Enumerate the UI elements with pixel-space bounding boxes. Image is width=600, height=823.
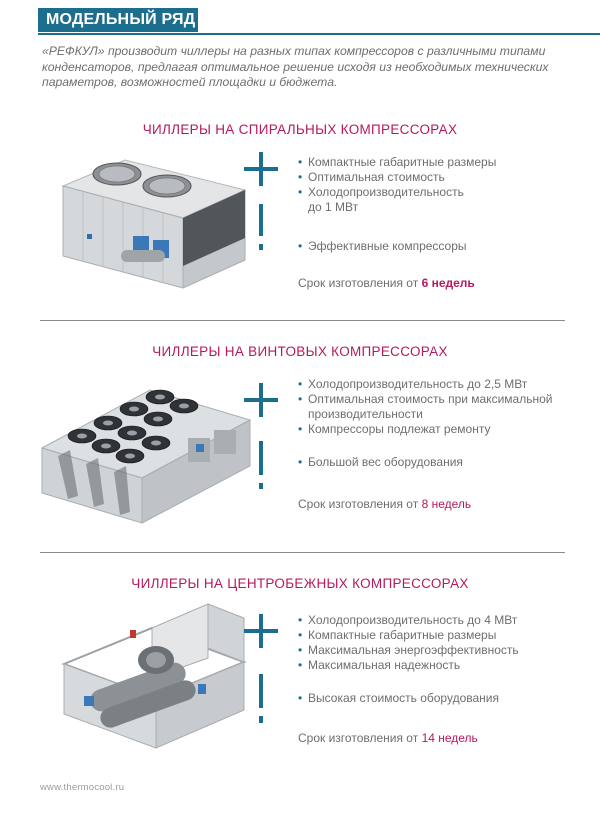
section-scroll-bullets: Компактные габаритные размеры Оптимальна…	[298, 155, 496, 254]
centrifugal-chiller-image	[61, 603, 247, 749]
list-item: Холодопроизводительность	[298, 185, 496, 200]
term-label: Срок изготовления от	[298, 276, 419, 290]
section-scroll-term: Срок изготовления от 6 недель	[298, 276, 475, 290]
footer-website: www.thermocool.ru	[40, 782, 125, 793]
section-divider	[40, 552, 565, 553]
list-item: Холодопроизводительность до 4 МВт	[298, 613, 519, 628]
list-item: Компактные габаритные размеры	[298, 155, 496, 170]
list-item: Холодопроизводительность до 2,5 МВт	[298, 377, 553, 392]
plus-divider-icon	[244, 152, 278, 250]
term-label: Срок изготовления от	[298, 731, 419, 745]
header-rule	[38, 33, 600, 35]
list-item: Максимальная энергоэффективность	[298, 643, 519, 658]
list-item: Большой вес оборудования	[298, 455, 553, 470]
plus-divider-icon	[244, 383, 278, 489]
list-item: Оптимальная стоимость при максимальной	[298, 392, 553, 407]
term-value: 6 недель	[421, 276, 475, 290]
list-item-continuation: до 1 МВт	[308, 200, 359, 214]
intro-text: «РЕФКУЛ» производит чиллеры на разных ти…	[42, 44, 549, 89]
section-centrifugal-bullets: Холодопроизводительность до 4 МВт Компак…	[298, 613, 519, 706]
list-item: Максимальная надежность	[298, 658, 519, 673]
section-screw-term: Срок изготовления от 8 недель	[298, 497, 471, 511]
header-bar	[38, 8, 198, 32]
section-divider	[40, 320, 565, 321]
term-value: 8 недель	[421, 497, 472, 511]
plus-divider-icon	[244, 614, 278, 723]
screw-chiller-image	[40, 389, 252, 524]
section-centrifugal-term: Срок изготовления от 14 недель	[298, 731, 478, 745]
scroll-chiller-image	[61, 159, 247, 289]
page-title: МОДЕЛЬНЫЙ РЯД	[46, 11, 196, 28]
term-value: 14 недель	[421, 731, 478, 745]
list-item: Высокая стоимость оборудования	[298, 691, 519, 706]
list-item: Компрессоры подлежат ремонту	[298, 422, 553, 437]
list-item-continuation: производительности	[308, 407, 423, 421]
list-item: Оптимальная стоимость	[298, 170, 496, 185]
section-title-scroll: ЧИЛЛЕРЫ НА СПИРАЛЬНЫХ КОМПРЕССОРАХ	[142, 122, 458, 137]
term-label: Срок изготовления от	[298, 497, 419, 511]
section-title-centrifugal: ЧИЛЛЕРЫ НА ЦЕНТРОБЕЖНЫХ КОМПРЕССОРАХ	[131, 576, 469, 591]
list-item: Компактные габаритные размеры	[298, 628, 519, 643]
section-title-screw: ЧИЛЛЕРЫ НА ВИНТОВЫХ КОМПРЕССОРАХ	[152, 344, 448, 359]
section-screw-bullets: Холодопроизводительность до 2,5 МВт Опти…	[298, 377, 553, 470]
list-item: Эффективные компрессоры	[298, 239, 496, 254]
